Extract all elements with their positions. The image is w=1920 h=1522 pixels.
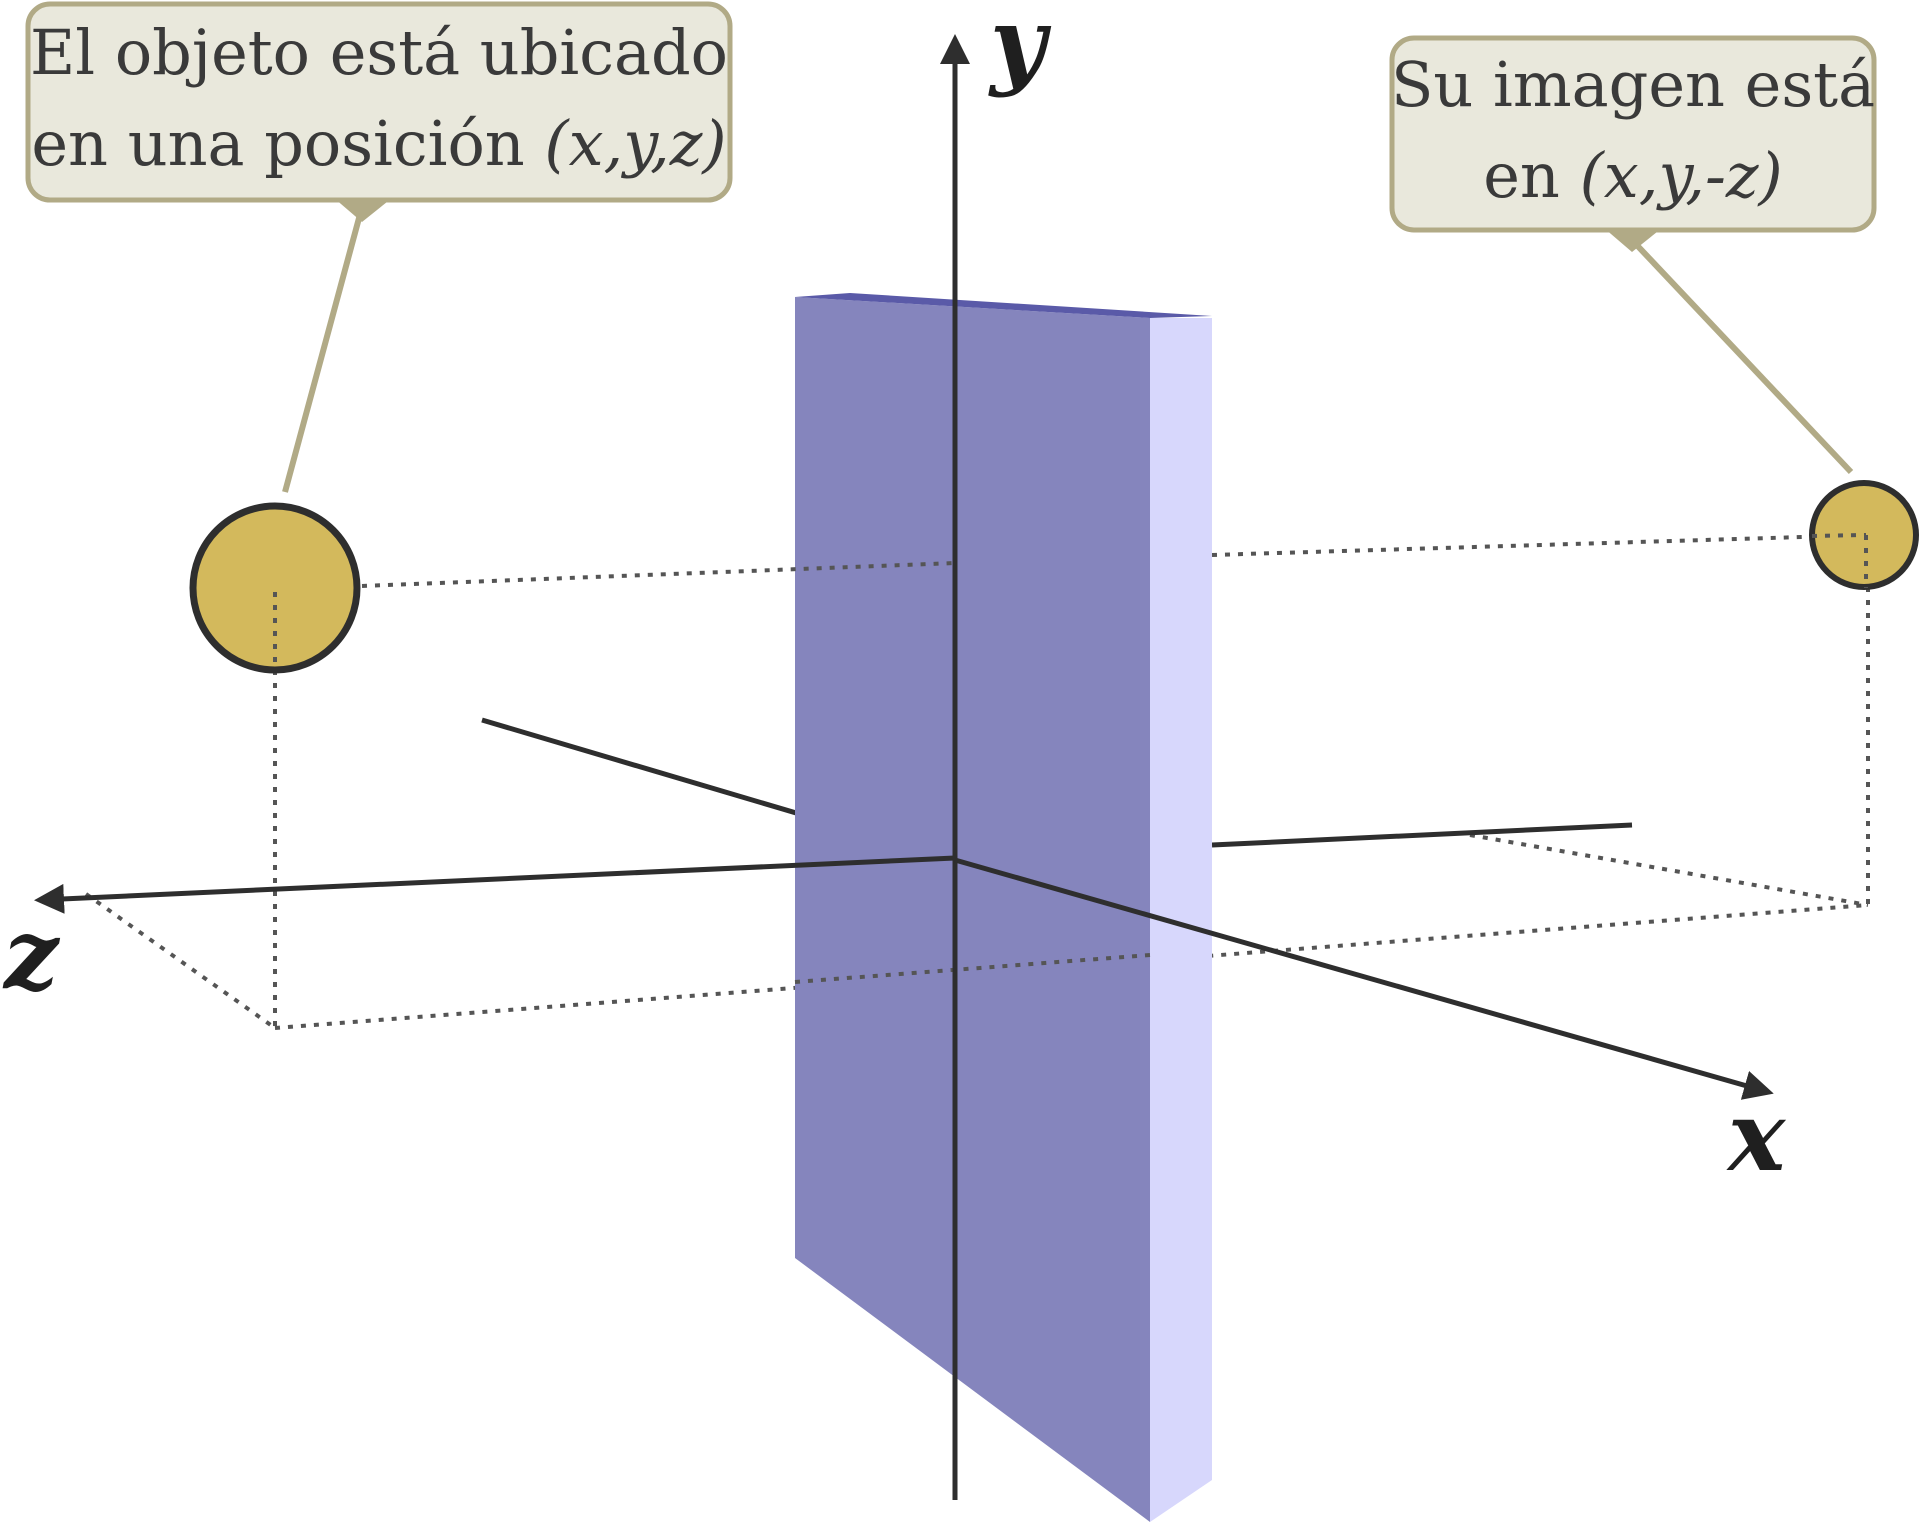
object-to-y-axis-line [361,561,956,588]
image-callout-line1: Su imagen está [1391,48,1875,121]
object-callout: El objeto está ubicado en una posición (… [25,1,733,493]
image-callout-tail [1604,228,1662,252]
mirror-top-edge [795,293,1212,318]
y-axis-label: y [988,0,1052,99]
x-axis-far-right [1211,822,1633,848]
z-axis [34,855,956,914]
object-floor-diagonal [84,892,277,1030]
image-callout-line2-prefix: en [1483,139,1579,212]
object-callout-line1: El objeto está ubicado [30,16,728,89]
object-callout-line2-prefix: en una posición [31,107,544,180]
image-floor-diagonal [1469,833,1869,907]
x-axis-label: x [1726,1080,1787,1193]
image-callout-line2: en (x,y,-z) [1483,139,1783,212]
image-callout-coord: (x,y,-z) [1580,139,1783,212]
image-callout-pointer [1629,237,1854,475]
x-axis-front [954,857,1774,1100]
mirror-front-face [795,297,1150,1522]
mirror-side-face [1150,318,1212,1522]
projection-lines-back [84,533,1870,1030]
plane-mirror-icon [795,293,1212,1522]
image-center-horizontal [1811,533,1867,538]
object-callout-tail [334,198,392,222]
image-level-line [1211,533,1869,557]
object-callout-pointer [282,206,365,493]
object-callout-coord: (x,y,z) [544,107,726,180]
sphere-object-icon [189,502,361,674]
z-axis-label: z [2,898,61,1011]
image-callout: Su imagen está en (x,y,-z) [1389,35,1877,475]
object-callout-line2: en una posición (x,y,z) [31,107,726,180]
